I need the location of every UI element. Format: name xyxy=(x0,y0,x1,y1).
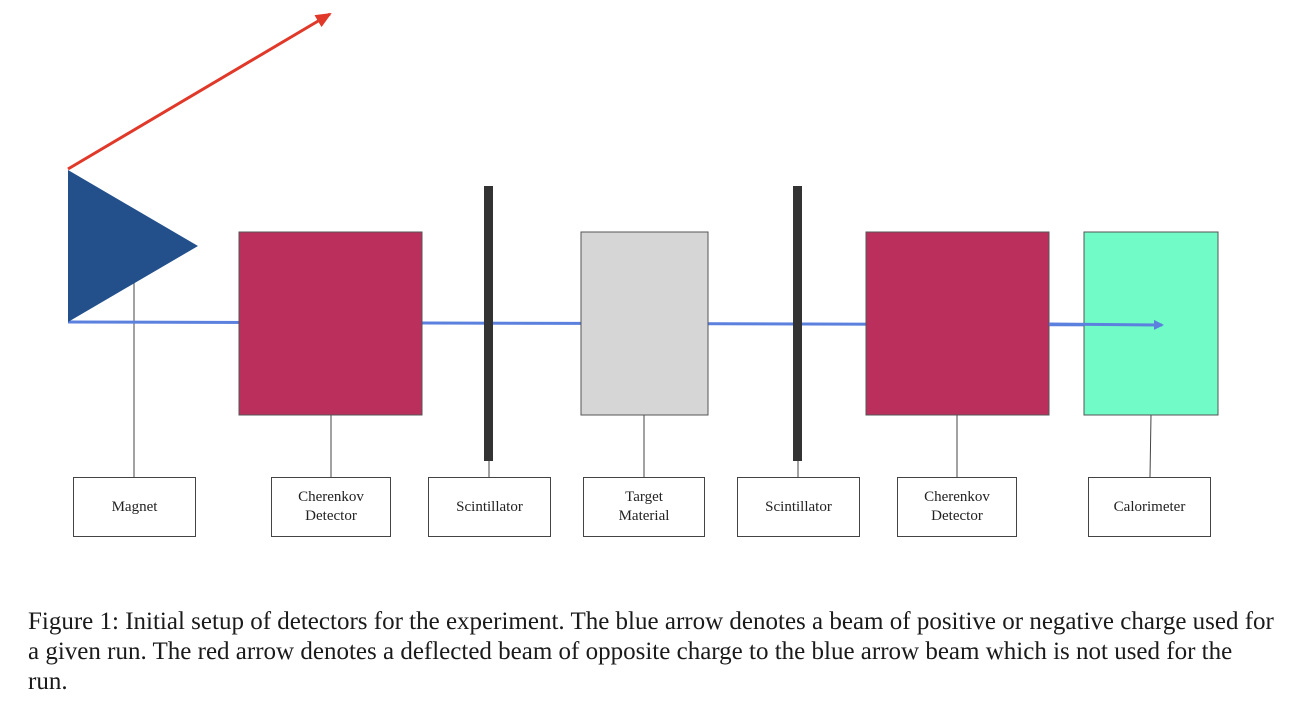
cherenkov-detector-2-label-text: Cherenkov Detector xyxy=(924,489,990,524)
magnet-label-text: Magnet xyxy=(111,498,158,515)
cherenkov-detector-1-label-text: Cherenkov Detector xyxy=(298,489,364,524)
scintillator-2-shape xyxy=(793,186,802,461)
beam-arrow-exit xyxy=(1048,319,1164,330)
calorimeter-leader-line xyxy=(1149,414,1152,478)
scintillator-1-label-text: Scintillator xyxy=(456,498,523,515)
magnet-shape xyxy=(68,170,198,322)
target-material-label: Target Material xyxy=(583,477,705,537)
deflected-beam-arrow xyxy=(67,12,332,171)
leader-lines xyxy=(133,283,1152,478)
target-material-label-text: Target Material xyxy=(618,489,670,524)
cherenkov-detector-1-label: Cherenkov Detector xyxy=(271,477,391,537)
calorimeter-label: Calorimeter xyxy=(1088,477,1211,537)
scintillator-2-label: Scintillator xyxy=(737,477,860,537)
target-material-shape xyxy=(580,231,709,416)
calorimeter-label-text: Calorimeter xyxy=(1113,498,1186,515)
detector-setup-diagram xyxy=(67,12,1219,478)
scintillator-1-shape xyxy=(484,186,493,461)
figure-caption: Figure 1: Initial setup of detectors for… xyxy=(28,608,1274,695)
magnet-label: Magnet xyxy=(73,477,196,537)
scintillator-2-label-text: Scintillator xyxy=(765,498,832,515)
cherenkov-detector-2-label: Cherenkov Detector xyxy=(897,477,1017,537)
scintillator-1-label: Scintillator xyxy=(428,477,551,537)
cherenkov-detector-1-shape xyxy=(238,231,423,416)
cherenkov-detector-2-shape xyxy=(865,231,1050,416)
